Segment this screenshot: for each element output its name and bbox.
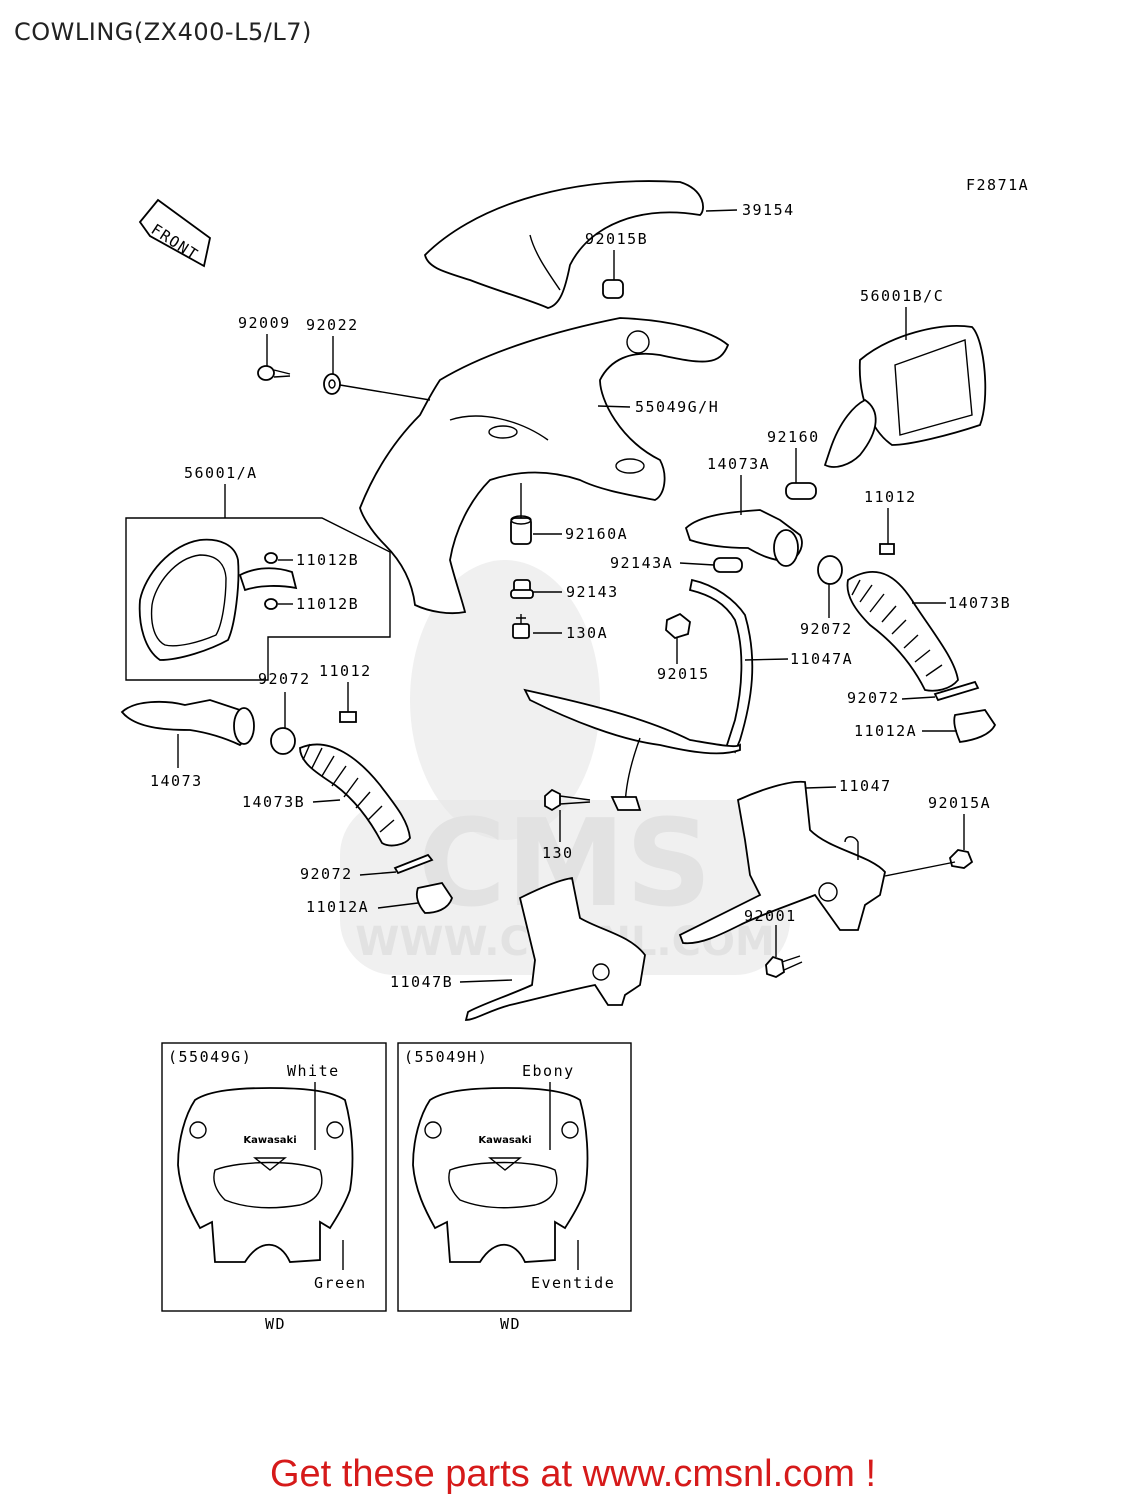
bush-92015b: [602, 279, 624, 299]
part-label: 14073B: [242, 793, 305, 811]
leader-lines: [177, 209, 965, 983]
part-label: 130A: [566, 624, 608, 642]
part-label: 92143: [566, 583, 619, 601]
variant-bottom-color: Eventide: [531, 1274, 615, 1292]
boot-11012a-right: [953, 709, 997, 743]
collar-92143: [510, 579, 534, 599]
figure-code: F2871A: [966, 176, 1029, 194]
bolt-130: [544, 788, 591, 812]
part-label: 92160: [767, 428, 820, 446]
clamp-92072-right-upper: [817, 555, 843, 585]
part-label: 92072: [800, 620, 853, 638]
part-label: 92015B: [585, 230, 648, 248]
part-label: 39154: [742, 201, 795, 219]
tag-11012-left: [339, 711, 357, 723]
part-label: 56001/A: [184, 464, 258, 482]
part-label: 11012B: [296, 595, 359, 613]
boot-11012a-left: [415, 881, 453, 914]
part-label: 92072: [258, 670, 311, 688]
duct-14073: [120, 699, 255, 747]
part-label: 55049G/H: [635, 398, 719, 416]
clamp-92072-left-upper: [270, 727, 296, 755]
part-label: 92160A: [565, 525, 628, 543]
nut-92015a: [949, 849, 974, 869]
bolt-92001: [765, 955, 803, 978]
part-label: 92015A: [928, 794, 991, 812]
part-label: 11012B: [296, 551, 359, 569]
grommet-92160a: [510, 515, 532, 545]
part-label: 92009: [238, 314, 291, 332]
brand-mark: Kawasaki: [243, 1135, 296, 1146]
stay-11047b: [464, 876, 646, 1021]
page-title: COWLING(ZX400-L5/L7): [14, 18, 312, 46]
part-label: 14073: [150, 772, 203, 790]
duct-14073a: [684, 509, 803, 567]
part-label: 11012: [319, 662, 372, 680]
tag-11012-right: [879, 543, 895, 555]
part-label: 11012A: [306, 898, 369, 916]
part-label: 14073B: [948, 594, 1011, 612]
part-label: 92022: [306, 316, 359, 334]
brand-mark: Kawasaki: [478, 1135, 531, 1146]
part-label: 11047B: [390, 973, 453, 991]
variant-code: (55049H): [404, 1048, 488, 1066]
part-label: 130: [542, 844, 574, 862]
upper-cowl: [359, 317, 730, 615]
variant-top-color: Ebony: [522, 1062, 575, 1080]
variant-market: WD: [265, 1315, 286, 1333]
clamp-92072-right-lower: [933, 680, 980, 702]
part-label: 14073A: [707, 455, 770, 473]
mirror-right: [823, 325, 987, 468]
variant-code: (55049G): [168, 1048, 252, 1066]
hose-14073b-left: [299, 743, 411, 847]
variant-market: WD: [500, 1315, 521, 1333]
stay-11047a: [523, 578, 754, 811]
variant-box-55049g: (55049G) White Kawasaki Green WD: [161, 1042, 387, 1333]
part-label: 92015: [657, 665, 710, 683]
mirror-left-box: [125, 517, 391, 681]
part-label: 92001: [744, 907, 797, 925]
part-label: 11047A: [790, 650, 853, 668]
screw-92009: [257, 365, 291, 381]
part-label: 92072: [847, 689, 900, 707]
hose-14073b-right: [846, 570, 959, 692]
footer-cta-link[interactable]: Get these parts at www.cmsnl.com !: [269, 1453, 877, 1495]
grommet-92160: [785, 482, 817, 500]
part-label: 11047: [839, 777, 892, 795]
clip-92143a: [713, 557, 743, 573]
variant-top-color: White: [287, 1062, 340, 1080]
stay-11047: [678, 780, 886, 945]
bolt-130a: [512, 614, 530, 639]
front-arrow: FRONT: [138, 198, 212, 268]
variant-box-55049h: (55049H) Ebony Kawasaki Eventide WD: [397, 1042, 632, 1333]
windscreen: [424, 180, 704, 309]
variant-bottom-color: Green: [314, 1274, 367, 1292]
part-label: 56001B/C: [860, 287, 944, 305]
part-label: 11012: [864, 488, 917, 506]
part-label: 92143A: [610, 554, 673, 572]
part-label: 92072: [300, 865, 353, 883]
washer-92022: [323, 373, 341, 395]
part-labels: 39154 92015B 56001B/C 92009 92022 55049G…: [150, 201, 1011, 991]
clamp-92072-left-lower: [393, 853, 434, 875]
nut-92015: [665, 612, 691, 640]
part-label: 11012A: [854, 722, 917, 740]
